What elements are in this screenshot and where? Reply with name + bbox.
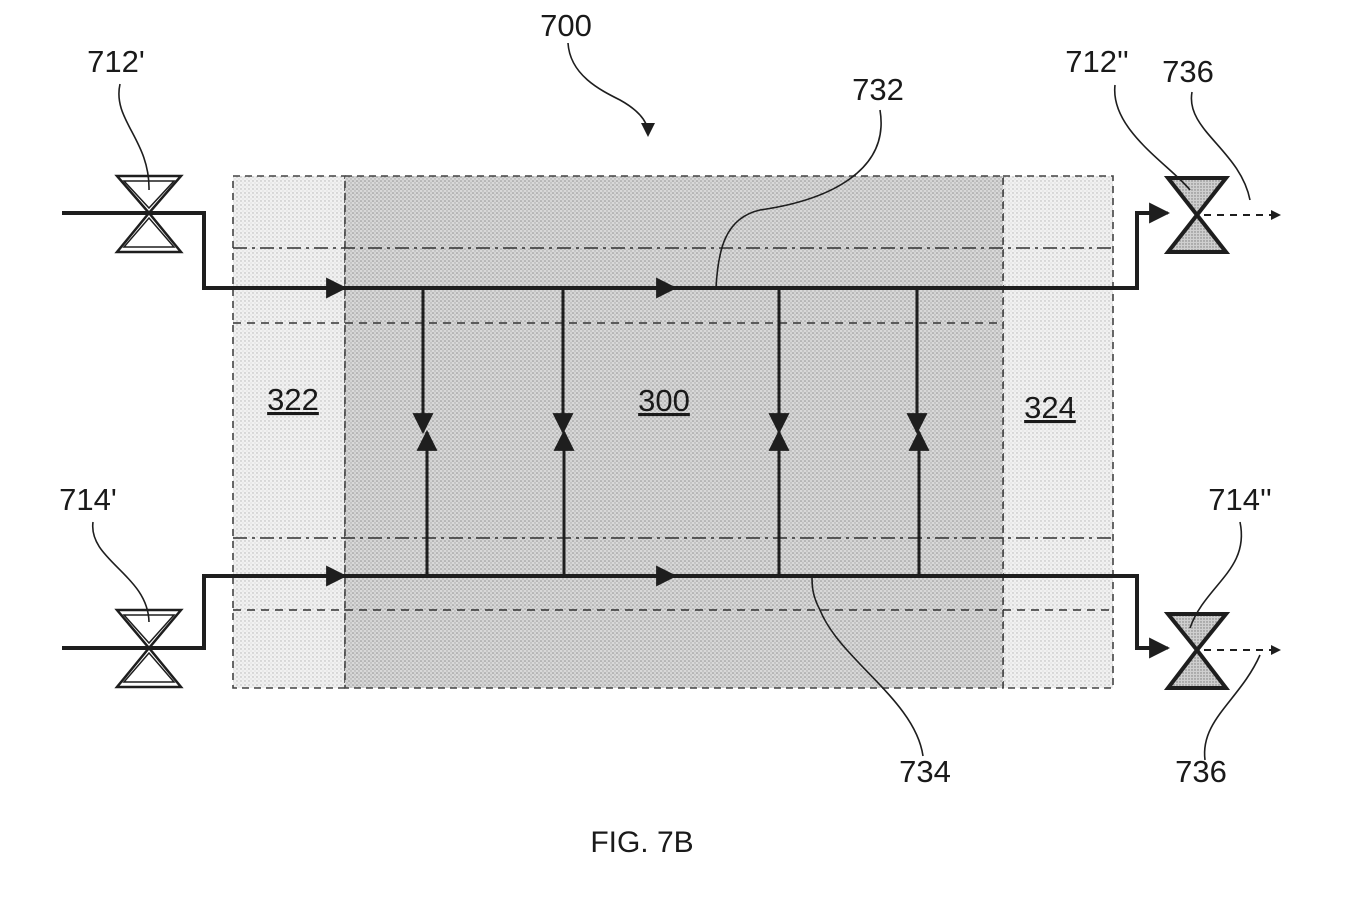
zone-322 xyxy=(233,176,345,688)
figure-caption: FIG. 7B xyxy=(590,826,693,859)
outlet-arrows xyxy=(1204,215,1280,650)
cross-flow-2 xyxy=(563,288,564,576)
label-700: 700 xyxy=(540,8,592,43)
label-714-prime: 714' xyxy=(59,482,117,517)
label-736-lower: 736 xyxy=(1175,754,1227,789)
label-732: 732 xyxy=(852,72,904,107)
label-712-double-prime: 712'' xyxy=(1065,44,1129,79)
label-712-prime: 712' xyxy=(87,44,145,79)
label-734: 734 xyxy=(899,754,951,789)
label-300: 300 xyxy=(638,383,690,418)
label-322: 322 xyxy=(267,382,319,417)
label-714-double-prime: 714'' xyxy=(1208,482,1272,517)
zone-300 xyxy=(345,176,1003,688)
zone-324 xyxy=(1003,176,1113,688)
label-324: 324 xyxy=(1024,390,1076,425)
label-736-upper: 736 xyxy=(1162,54,1214,89)
